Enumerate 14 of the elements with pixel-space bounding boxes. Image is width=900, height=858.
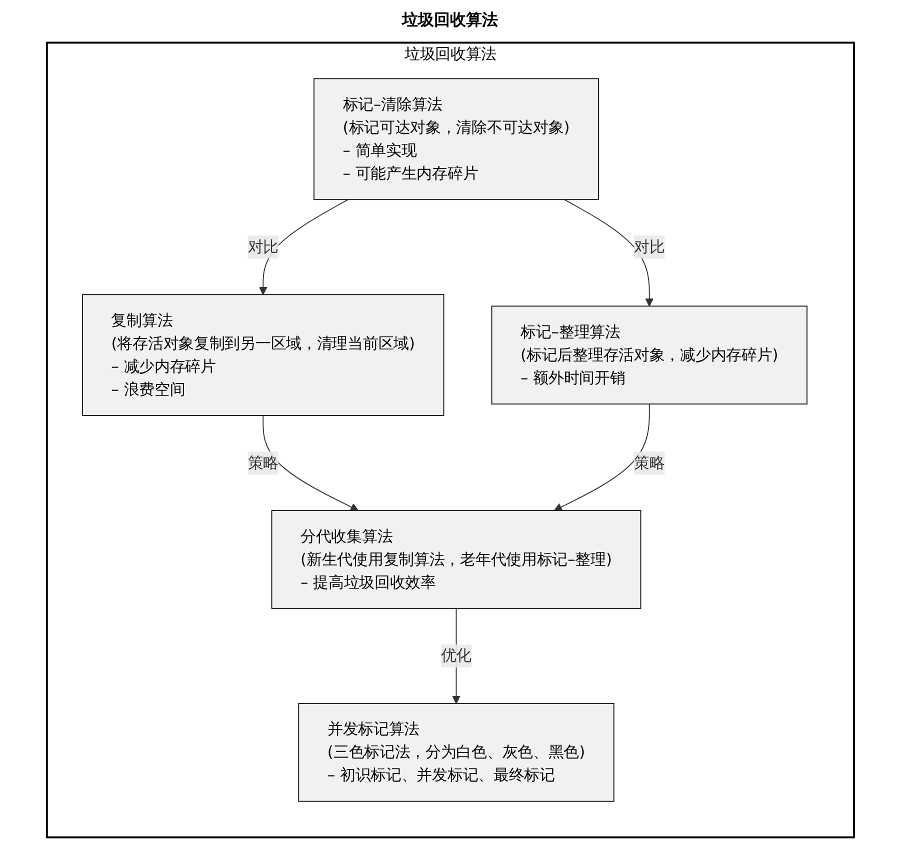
node-box: 标记–整理算法 (标记后整理存活对象，减少内存碎片) – 额外时间开销 [490,306,807,404]
arrow [262,415,358,511]
diagram-title: 垃圾回收算法 [400,10,499,31]
edge-label: 策略 [634,453,664,472]
node-box: 复制算法 (将存活对象复制到另一区域，清理当前区域) – 减少内存碎片 – 浪费空间 [81,294,444,416]
edge-label: 对比 [634,238,664,256]
node-box: 并发标记算法 (三色标记法，分为白色、灰色、黑色) – 初识标记、并发标记、最终标记 [298,702,614,802]
node-box: 分代收集算法 (新生代使用复制算法，老年代使用标记–整理) – 提高垃圾回收效率 [270,510,641,609]
edge-label: 对比 [247,238,278,256]
edge-label: 优化 [440,646,472,665]
arrow [553,404,650,511]
edge-label: 策略 [247,453,278,472]
arrow [563,199,654,306]
node-box: 标记–清除算法 (标记可达对象，清除不可达对象) – 简单实现 – 可能产生内存碎片 [313,78,598,200]
